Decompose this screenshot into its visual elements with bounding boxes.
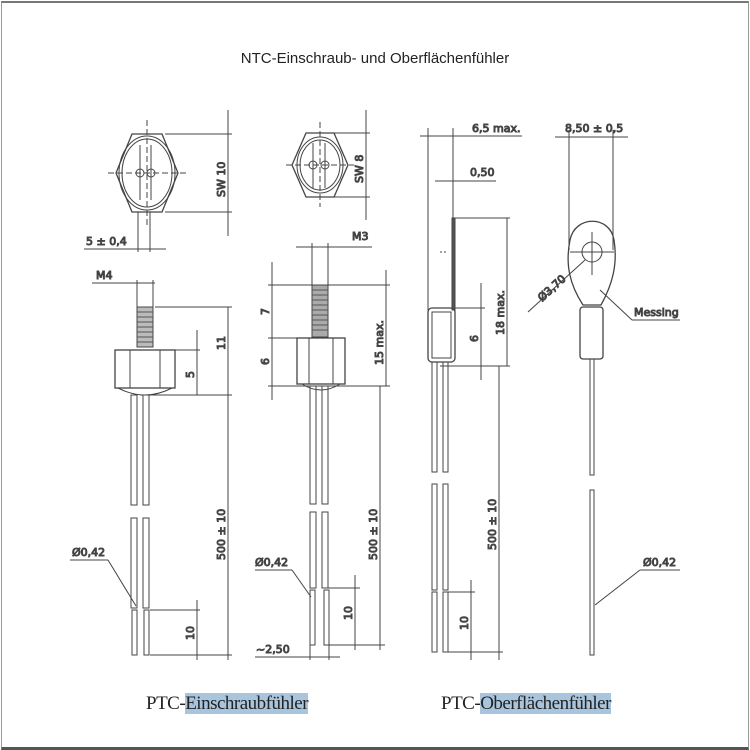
screw-body-m3	[296, 284, 346, 391]
dim-thread-length-m3: 7	[259, 308, 272, 315]
lead-wires-m3	[309, 385, 330, 646]
dim-plate-thickness: 0,50	[470, 166, 495, 179]
hex-top-view-m3	[286, 122, 354, 207]
dim-wire-diameter: Ø0,42	[72, 546, 105, 559]
dim-stripped-length-plate: 10	[458, 616, 471, 630]
ring-lug	[567, 220, 616, 656]
drawing-screw-m3: SW 8 M3 7 6 15 max.	[255, 110, 390, 660]
dim-width: 6,5 max.	[472, 122, 520, 135]
dim-sw10: SW 10	[215, 162, 228, 197]
page-title: NTC-Einschraub- und Oberflächenfühler	[240, 50, 510, 67]
caption-prefix: PTC-	[441, 693, 481, 714]
dim-pin-spacing: 5 ± 0,4	[86, 235, 127, 248]
dim-hex-height-m3: 6	[259, 358, 272, 365]
dim-thread-m3: M3	[352, 230, 369, 243]
dim-lead-length: 500 ± 10	[215, 509, 228, 560]
dim-hex-height: 5	[184, 371, 197, 378]
screw-body-m4	[114, 306, 176, 396]
dim-body-height: 6	[468, 335, 481, 342]
caption-screw-in-sensor: PTC-Einschraubfühler	[146, 693, 309, 715]
dim-lead-length-plate: 500 ± 10	[486, 499, 499, 550]
dim-thread-length: 11	[215, 336, 228, 350]
dim-ring-width: 8,50 ± 0,5	[565, 122, 623, 135]
drawing-screw-m4: SW 10 5 ± 0,4 M4 11 5	[70, 110, 232, 660]
dim-stripped-length: 10	[184, 626, 197, 640]
dim-wire-spacing: ~2,50	[256, 643, 290, 656]
caption-prefix: PTC-	[146, 693, 186, 714]
dim-total-length: 15 max.	[373, 320, 386, 365]
dim-lead-length-m3: 500 ± 10	[367, 509, 380, 560]
hex-top-view-m4	[108, 120, 186, 225]
sensor-plate	[427, 217, 456, 363]
lead-wires-m4	[130, 394, 150, 656]
dim-wire-diameter-m3: Ø0,42	[255, 556, 288, 569]
dim-sw8: SW 8	[353, 155, 366, 183]
dim-thread-m4: M4	[96, 269, 113, 282]
dim-height: 18 max.	[494, 290, 507, 335]
caption-surface-sensor: PTC-Oberflächenfühler	[441, 693, 611, 715]
drawing-surface-ring: 8,50 ± 0,5 Ø3,70 Messing Ø0,42	[527, 122, 680, 656]
dim-hole-diameter: Ø3,70	[535, 272, 568, 304]
lead-wires-plate	[431, 361, 449, 653]
dim-stripped-length-m3: 10	[342, 606, 355, 620]
drawing-surface-plate: 6,5 max. 0,50 18 max. 6 500 ± 10	[420, 122, 522, 660]
caption-main-highlighted: Oberflächenfühler	[480, 693, 611, 714]
material-label: Messing	[634, 306, 679, 319]
caption-main-highlighted: Einschraubfühler	[185, 693, 309, 714]
dim-wire-diameter-ring: Ø0,42	[643, 556, 676, 569]
